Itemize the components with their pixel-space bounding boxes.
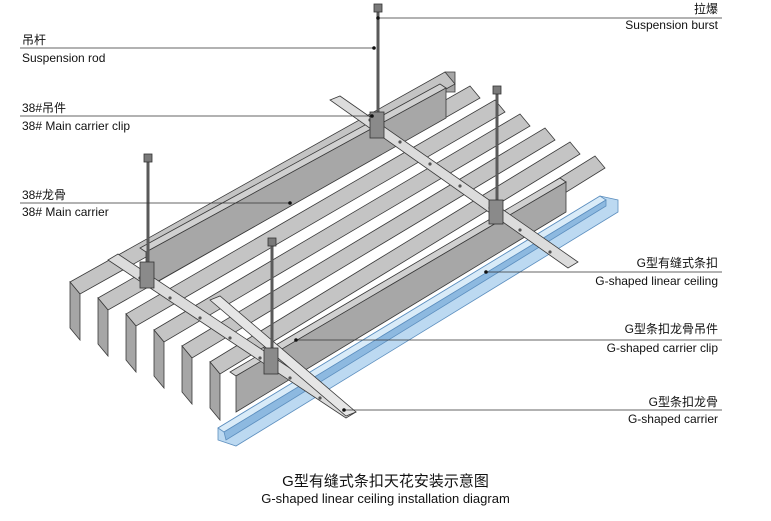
suspension-burst-label-en: Suspension burst bbox=[625, 18, 718, 32]
carrier-label-zh: G型条扣龙骨 bbox=[648, 395, 718, 409]
diagram-title-zh: G型有缝式条扣天花安装示意图 bbox=[282, 473, 489, 490]
linear-ceiling-label-en: G-shaped linear ceiling bbox=[595, 274, 718, 288]
suspension-rods bbox=[146, 8, 499, 356]
clips bbox=[139, 111, 504, 375]
leader-dots bbox=[288, 16, 488, 412]
rod-caps bbox=[143, 3, 502, 247]
suspension-rod-label-en: Suspension rod bbox=[22, 51, 106, 65]
suspension-burst-label-zh: 拉爆 bbox=[693, 2, 718, 16]
carrier-clip-label-en: G-shaped carrier clip bbox=[606, 341, 718, 355]
main-carrier-label-en: 38# Main carrier bbox=[22, 205, 109, 219]
suspension-rod-label-zh: 吊杆 bbox=[22, 33, 47, 47]
carrier-label-en: G-shaped carrier bbox=[627, 412, 718, 426]
main-carrier-label-zh: 38#龙骨 bbox=[22, 188, 67, 202]
main-carrier-clip-label-en: 38# Main carrier clip bbox=[22, 119, 131, 133]
leader-lines bbox=[20, 17, 722, 411]
linear-ceiling-label-zh: G型有缝式条扣 bbox=[636, 256, 718, 270]
carrier-clip-label-zh: G型条扣龙骨吊件 bbox=[624, 322, 718, 336]
diagram-title-en: G-shaped linear ceiling installation dia… bbox=[261, 491, 510, 506]
main-carrier-clip-label-zh: 38#吊件 bbox=[22, 101, 67, 115]
